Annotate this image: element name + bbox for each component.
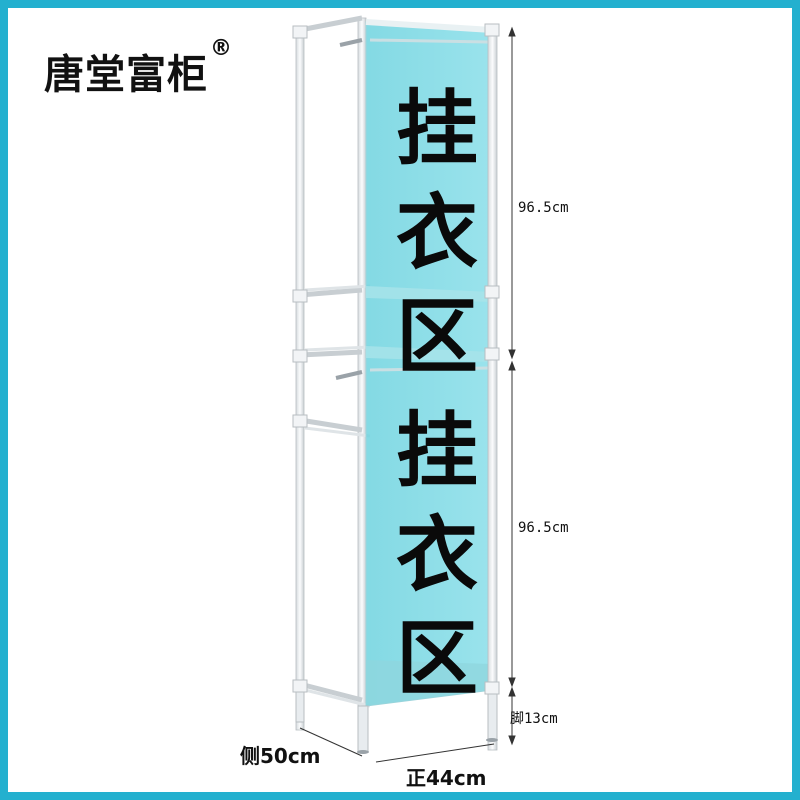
- frame-left: [292, 15, 371, 754]
- side-depth-label: 侧50cm: [240, 744, 321, 768]
- zone-char: 挂: [395, 82, 478, 177]
- leg-height-label: 脚13cm: [510, 711, 558, 727]
- zone-char: 区: [395, 290, 478, 385]
- zone-char: 衣: [395, 508, 478, 603]
- zone-char: 区: [395, 612, 478, 707]
- brand-name: 唐堂富柜: [44, 52, 208, 98]
- zone-char: 衣: [395, 186, 478, 281]
- brand-logo: 唐堂富柜®: [44, 36, 233, 100]
- hanging-zone-label-lower: 挂 衣 区: [392, 400, 482, 712]
- front-width-label: 正44cm: [406, 766, 487, 790]
- frame-right: [357, 23, 500, 754]
- registered-mark: ®: [210, 36, 233, 61]
- wardrobe-cover: [365, 19, 493, 707]
- hanging-zone-label-upper: 挂 衣 区: [392, 78, 482, 390]
- upper-height-label: 96.5cm: [518, 200, 569, 216]
- lower-height-label: 96.5cm: [518, 520, 569, 536]
- zone-char: 挂: [395, 404, 478, 499]
- dimension-lines: [299, 26, 516, 763]
